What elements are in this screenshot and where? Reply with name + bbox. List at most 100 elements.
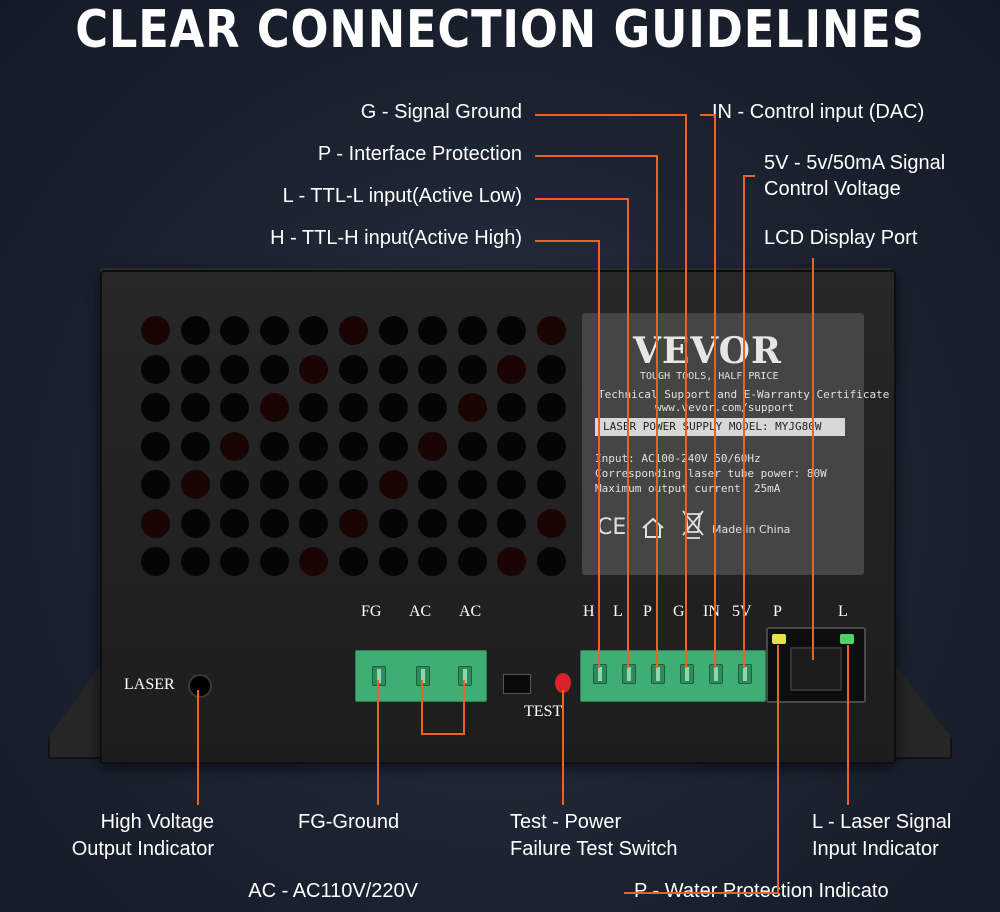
vent-hole xyxy=(299,393,329,422)
vent-hole xyxy=(497,470,527,499)
pin-label-h: H xyxy=(583,603,595,620)
pin-label-ac-2: AC xyxy=(459,603,482,620)
callout-interface-protection: P - Interface Protection xyxy=(317,143,522,165)
callout-hv-line2: Output Indicator xyxy=(71,838,214,860)
pin-label-ac-1: AC xyxy=(409,603,432,620)
vent-hole xyxy=(457,470,487,499)
callout-5v-line1: 5V - 5v/50mA Signal xyxy=(764,152,946,174)
lcd-label-p: P xyxy=(773,603,782,620)
vent-hole xyxy=(141,354,170,384)
vent-hole xyxy=(259,431,289,461)
vent-hole xyxy=(180,508,210,538)
vent-hole xyxy=(220,354,250,384)
vent-hole xyxy=(220,547,250,576)
water-protection-led xyxy=(772,634,786,644)
vent-hole xyxy=(418,547,448,576)
vent-hole xyxy=(259,508,289,538)
vent-hole xyxy=(537,470,566,499)
vent-hole xyxy=(497,393,527,422)
vent-hole xyxy=(141,470,170,499)
vent-hole xyxy=(537,547,566,576)
test-label: TEST xyxy=(524,703,563,720)
vent-hole xyxy=(180,547,210,576)
vent-hole xyxy=(180,431,210,461)
pin-label-5v: 5V xyxy=(732,603,752,620)
vent-hole xyxy=(339,508,368,538)
vent-hole xyxy=(299,508,329,538)
vent-hole xyxy=(259,470,289,499)
callout-ttl-l-input: L - TTL-L input(Active Low) xyxy=(282,185,522,207)
spec-tube-power: Corresponding laser tube power: 80W xyxy=(595,467,827,480)
vent-hole xyxy=(259,354,289,384)
signal-terminal-block[interactable] xyxy=(580,650,766,702)
spec-max-current: Maximum output current: 25mA xyxy=(595,482,781,495)
vent-hole xyxy=(418,393,448,422)
vent-hole xyxy=(537,316,566,345)
vent-hole xyxy=(220,393,250,422)
callout-ac: AC - AC110V/220V xyxy=(248,880,418,902)
leader-5v xyxy=(743,175,755,668)
rj45-socket xyxy=(790,647,842,691)
vent-hole xyxy=(537,393,566,422)
vent-hole xyxy=(418,354,448,384)
vent-hole xyxy=(220,431,250,461)
vent-hole xyxy=(299,316,329,345)
vent-hole xyxy=(457,508,487,538)
vent-hole xyxy=(339,393,368,422)
vent-hole xyxy=(180,393,210,422)
vent-hole xyxy=(378,354,408,384)
vent-hole xyxy=(141,393,170,422)
pin-label-l: L xyxy=(613,603,623,620)
vent-hole xyxy=(220,316,250,345)
vent-hole xyxy=(418,316,448,345)
vent-hole xyxy=(497,431,527,461)
vent-hole xyxy=(537,354,566,384)
callout-lcd-port: LCD Display Port xyxy=(764,227,918,249)
vent-hole xyxy=(259,547,289,576)
vent-hole xyxy=(141,431,170,461)
callout-ttl-h-input: H - TTL-H input(Active High) xyxy=(270,227,522,249)
pin-label-p: P xyxy=(643,603,652,620)
vent-hole xyxy=(299,470,329,499)
made-in-china: Made in China xyxy=(712,523,791,536)
page-title: CLEAR CONNECTION GUIDELINES xyxy=(75,0,925,60)
vent-hole xyxy=(497,547,527,576)
vent-hole xyxy=(141,547,170,576)
vent-hole xyxy=(378,393,408,422)
vent-hole xyxy=(457,547,487,576)
spec-input: Input: AC100-240V 50/60Hz xyxy=(595,452,761,465)
vent-hole xyxy=(497,508,527,538)
vent-hole xyxy=(220,508,250,538)
weee-bin-icon xyxy=(680,508,706,540)
vent-hole xyxy=(141,508,170,538)
lcd-label-l: L xyxy=(838,603,848,620)
vent-hole xyxy=(339,547,368,576)
pin-label-g: G xyxy=(673,603,685,620)
callout-laser-line2: Input Indicator xyxy=(812,838,939,860)
tagline: TOUGH TOOLS, HALF PRICE xyxy=(640,371,779,382)
callout-laser-line1: L - Laser Signal xyxy=(812,811,952,833)
ce-mark: CE xyxy=(597,515,627,540)
leader-h xyxy=(535,240,600,668)
vent-hole xyxy=(299,354,329,384)
vent-hole xyxy=(378,431,408,461)
vent-hole xyxy=(457,354,487,384)
callout-test-line1: Test - Power xyxy=(510,811,622,833)
test-button[interactable] xyxy=(555,673,571,693)
home-icon xyxy=(641,516,665,540)
callout-water-protection: P - Water Protection Indicato xyxy=(634,880,889,902)
vent-hole xyxy=(418,508,448,538)
leader-in xyxy=(700,114,716,668)
vent-hole xyxy=(497,316,527,345)
vent-hole xyxy=(378,508,408,538)
vent-hole xyxy=(180,316,210,345)
slide-switch[interactable] xyxy=(503,674,531,694)
leader-ac xyxy=(421,680,465,735)
leader-l xyxy=(535,198,629,668)
vent-hole xyxy=(457,393,487,422)
vent-hole xyxy=(339,354,368,384)
vent-hole xyxy=(418,470,448,499)
callout-signal-ground: G - Signal Ground xyxy=(360,101,522,123)
callout-hv-line1: High Voltage xyxy=(100,811,214,833)
laser-signal-led xyxy=(840,634,854,644)
